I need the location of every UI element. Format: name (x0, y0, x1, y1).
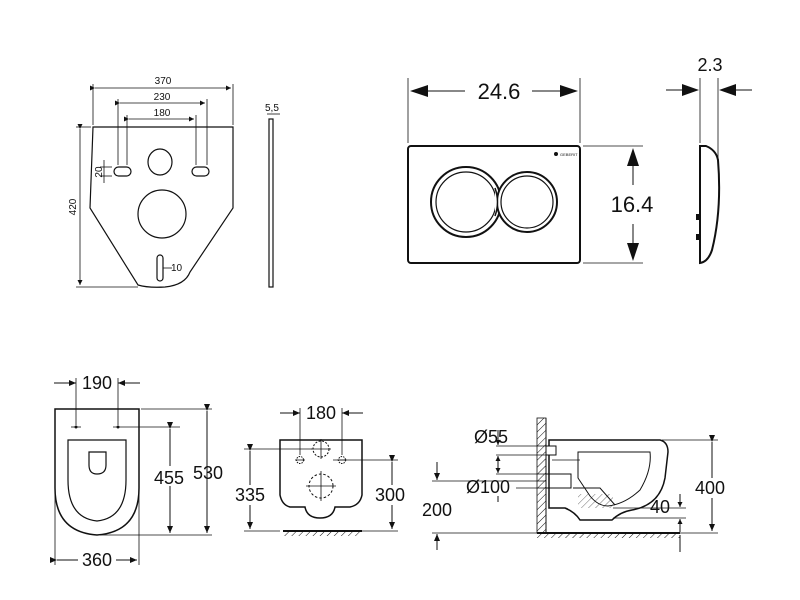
dim-water-depth: 40 (650, 497, 670, 517)
dim-plate-height: 420 (68, 198, 79, 215)
dim-toilet-width: 360 (82, 550, 112, 570)
dim-slot-width: 10 (171, 263, 183, 274)
dim-rim-height: 400 (695, 478, 725, 498)
dim-back-height-right: 300 (375, 485, 405, 505)
plate-side-profile (268, 118, 274, 288)
dim-inlet-diameter: Ø55 (474, 427, 508, 447)
trap-water (578, 494, 613, 508)
plate-left-slot (113, 166, 132, 177)
dim-bolt-spacing: 190 (82, 373, 112, 393)
dim-hole-spacing: 180 (306, 403, 336, 423)
dim-plate-width-inner: 180 (154, 108, 171, 119)
dim-outlet-height: 200 (422, 500, 452, 520)
dim-flush-height: 16.4 (611, 192, 654, 217)
toilet-top-view: 190 530 455 360 (50, 373, 223, 570)
toilet-seat-opening (67, 439, 127, 522)
plate-bottom-slot (156, 254, 164, 282)
plate-lower-hole (137, 189, 187, 239)
dim-outlet-diameter: Ø100 (466, 477, 510, 497)
toilet-back-view: 180 335 300 (231, 403, 410, 536)
brand-logo-icon (554, 152, 558, 156)
dim-total-length: 530 (193, 463, 223, 483)
mounting-plate-view: 370 230 180 420 20 10 5,5 (68, 76, 280, 288)
plate-upper-hole (147, 148, 173, 176)
flush-button-small (496, 171, 558, 233)
flush-plate-brand: GEBERIT (560, 152, 578, 157)
dim-flush-depth: 2.3 (697, 55, 722, 75)
plate-right-slot (191, 166, 210, 177)
toilet-bowl-hole (88, 451, 107, 475)
flush-button-large (430, 166, 502, 238)
wall-section (536, 417, 547, 534)
toilet-side-view: Ø55 Ø100 200 40 400 (422, 417, 731, 552)
dim-back-height-left: 335 (235, 485, 265, 505)
flush-plate-view: GEBERIT 24.6 16.4 2.3 (407, 55, 752, 265)
dim-slot-height: 20 (94, 166, 105, 178)
dim-plate-width-outer: 370 (155, 76, 172, 87)
dim-plate-width-mid: 230 (154, 92, 171, 103)
dim-flush-width: 24.6 (478, 79, 521, 104)
flush-plate-side-profile (699, 145, 721, 265)
dim-length-to-bolts: 455 (154, 468, 184, 488)
dim-plate-thickness: 5,5 (265, 103, 279, 114)
